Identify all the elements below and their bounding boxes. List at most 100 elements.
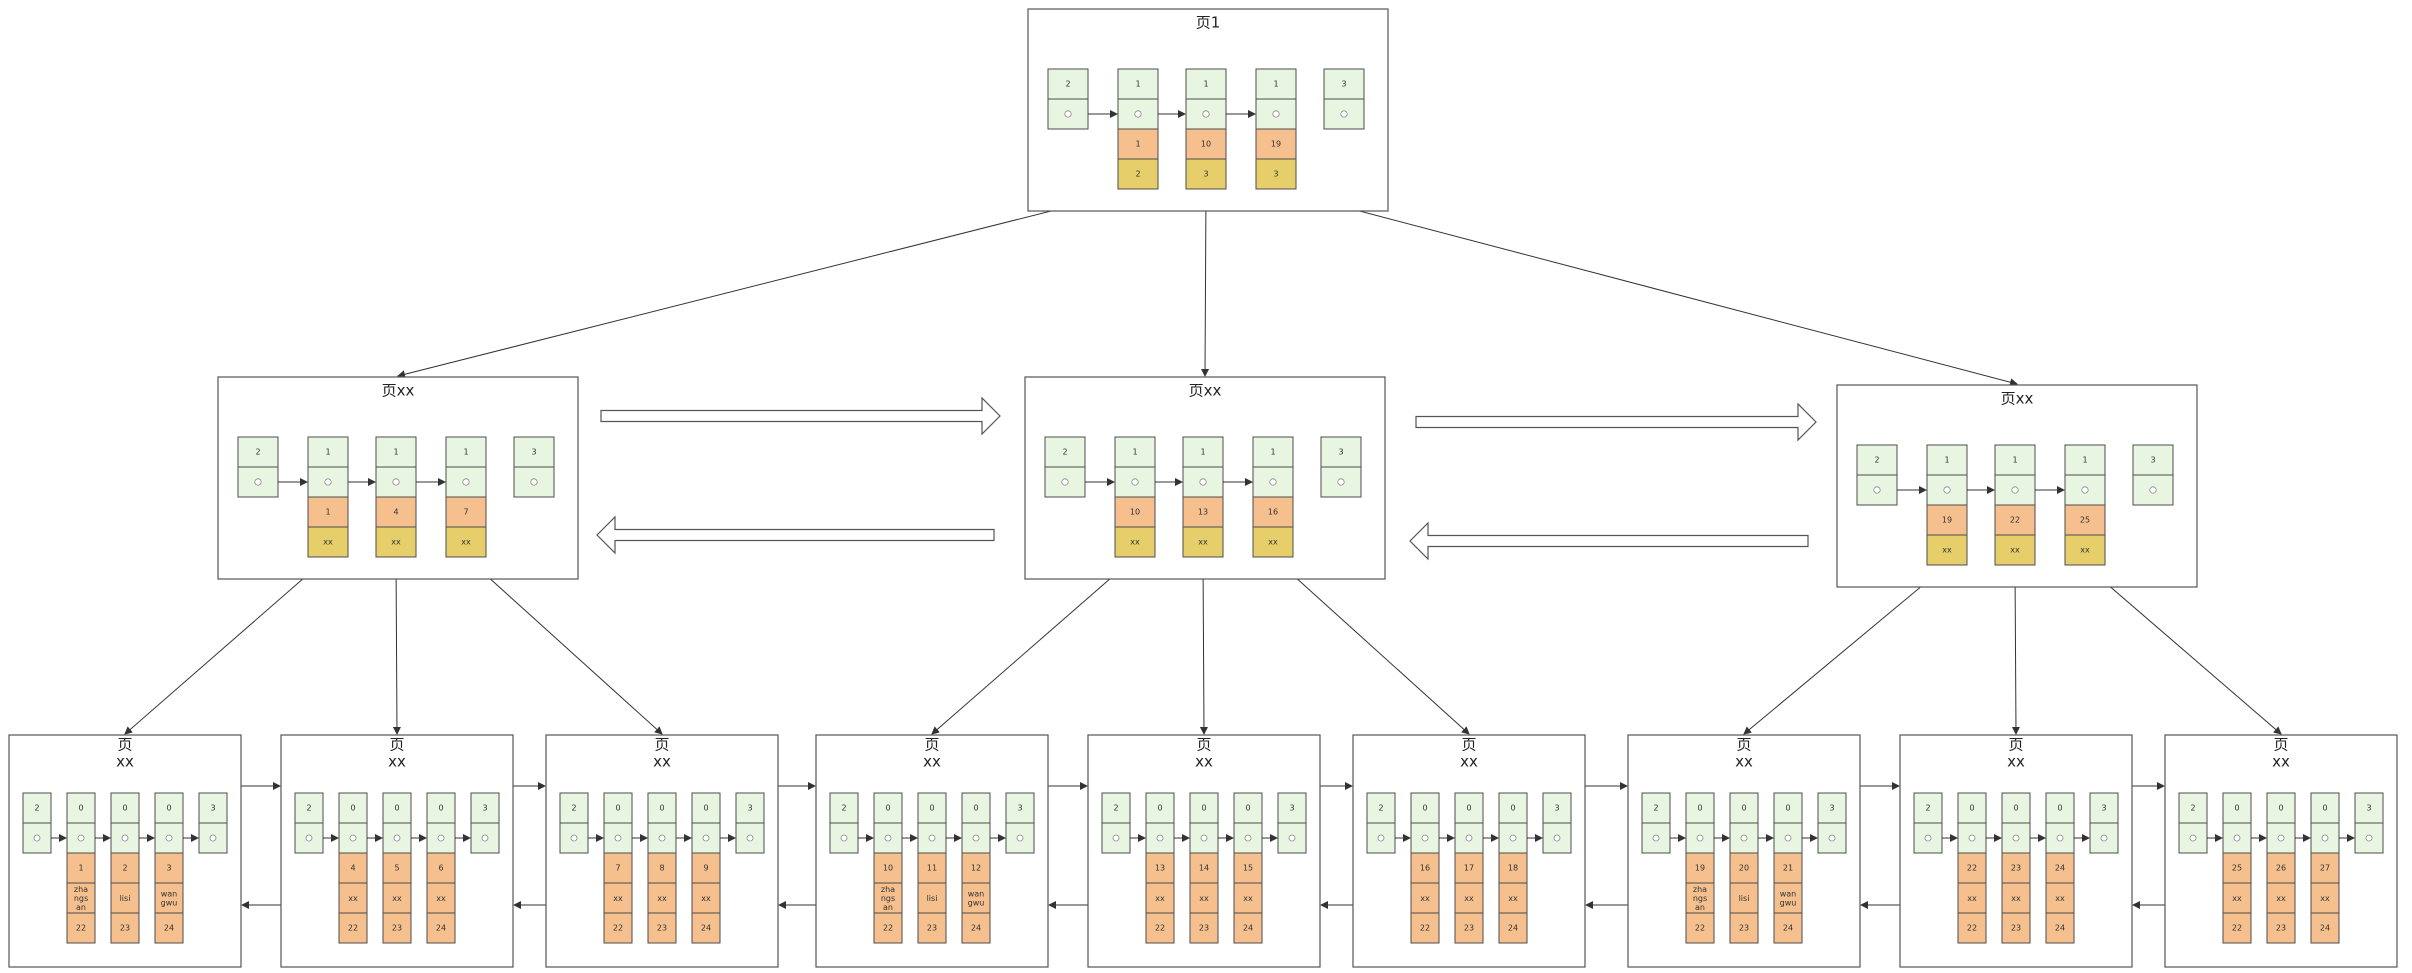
record-header-value: 3 <box>210 804 215 813</box>
record-id-cell <box>1498 852 1528 884</box>
record-header-cell <box>1101 792 1131 824</box>
record-name-part: xx <box>1420 894 1430 903</box>
page-title-line2: xx <box>2007 753 2025 771</box>
record-name-part: xx <box>1967 894 1977 903</box>
infimum-record: 2 <box>1047 68 1089 130</box>
record-id-cell <box>338 852 368 884</box>
next-pointer-dot-icon <box>1784 834 1792 842</box>
record-header-cell <box>917 792 947 824</box>
next-pointer-dot-icon <box>1377 834 1385 842</box>
record-header-value: 0 <box>615 804 620 813</box>
record-header-value: 1 <box>325 448 330 457</box>
record-age-cell <box>2222 912 2252 944</box>
page-links <box>124 188 2282 909</box>
record-name-value: xx <box>2011 894 2021 903</box>
record-name-cell <box>2310 882 2340 914</box>
record-header-value: 3 <box>1554 804 1559 813</box>
record-name-part: lisi <box>1739 894 1750 903</box>
record-id-cell <box>2001 852 2031 884</box>
record-age-cell <box>2001 912 2031 944</box>
next-pointer-dot-icon <box>1061 478 1069 486</box>
next-pointer-dot-icon <box>530 478 538 486</box>
record-header-value: 3 <box>1341 80 1346 89</box>
record-age-cell <box>1685 912 1715 944</box>
record-id-value: 12 <box>971 864 981 873</box>
record-header-cell <box>1994 444 2036 476</box>
record-name-value: xx <box>1420 894 1430 903</box>
record-header-cell <box>1047 68 1089 100</box>
record-header-cell <box>294 792 324 824</box>
next-pointer-dot-icon <box>77 834 85 842</box>
record-header-value: 3 <box>747 804 752 813</box>
record-header-cell <box>1255 68 1297 100</box>
record-name-cell <box>2222 882 2252 914</box>
index-key-value: 13 <box>1198 508 1208 517</box>
page-title-line2: xx <box>1735 753 1753 771</box>
record-id-value: 15 <box>1243 864 1253 873</box>
next-pointer-dot-icon <box>1269 478 1277 486</box>
record-header-cell <box>1114 436 1156 468</box>
index-key-value: 1 <box>1135 140 1140 149</box>
record-header-cell <box>1366 792 1396 824</box>
record-age-cell <box>917 912 947 944</box>
infimum-record: 2 <box>294 792 324 854</box>
record-name-value: xx <box>1155 894 1165 903</box>
index-key-cell <box>1994 504 2036 536</box>
index-record: 112 <box>1117 68 1159 190</box>
record-header-cell <box>1182 436 1224 468</box>
next-pointer-dot-icon <box>324 478 332 486</box>
record-id-value: 20 <box>1739 864 1749 873</box>
page-title-line2: xx <box>388 753 406 771</box>
record-age-cell <box>1410 912 1440 944</box>
record-header-value: 1 <box>1944 456 1949 465</box>
record-header-cell <box>2001 792 2031 824</box>
page-pointer-cell <box>1255 158 1297 190</box>
record-age-value: 22 <box>1420 924 1430 933</box>
record-header-cell <box>2222 792 2252 824</box>
next-pointer-dot-icon <box>972 834 980 842</box>
record-header-cell <box>559 792 589 824</box>
record-id-cell <box>1773 852 1803 884</box>
record-header-value: 3 <box>531 448 536 457</box>
next-pointer-dot-icon <box>2321 834 2329 842</box>
record-name-cell <box>2045 882 2075 914</box>
record-id-cell <box>961 852 991 884</box>
next-pointer-dot-icon <box>1199 478 1207 486</box>
next-pointer-dot-icon <box>2081 486 2089 494</box>
record-header-cell <box>1277 792 1307 824</box>
next-pointer-dot-icon <box>928 834 936 842</box>
record-age-value: 23 <box>1739 924 1749 933</box>
record-header-cell <box>829 792 859 824</box>
record-name-value: xx <box>1199 894 1209 903</box>
record-header-cell <box>1856 444 1898 476</box>
page-pointer-cell <box>1114 526 1156 558</box>
record-name-cell <box>426 882 456 914</box>
record-name-value: xx <box>1508 894 1518 903</box>
record-age-cell <box>426 912 456 944</box>
record-id-value: 27 <box>2320 864 2330 873</box>
record-header-cell <box>1817 792 1847 824</box>
record-name-part: ngs <box>1693 894 1707 903</box>
record-id-cell <box>1189 852 1219 884</box>
internal-to-leaf-link <box>2084 564 2282 735</box>
record-name-part: zha <box>74 885 88 894</box>
record-header-value: 0 <box>885 804 890 813</box>
record-header-value: 0 <box>2234 804 2239 813</box>
page-title-line2: xx <box>1195 753 1213 771</box>
record-name-cell <box>1454 882 1484 914</box>
record-age-value: 22 <box>1967 924 1977 933</box>
record-name-part: xx <box>392 894 402 903</box>
record-age-value: 23 <box>2011 924 2021 933</box>
record-header-value: 2 <box>841 804 846 813</box>
